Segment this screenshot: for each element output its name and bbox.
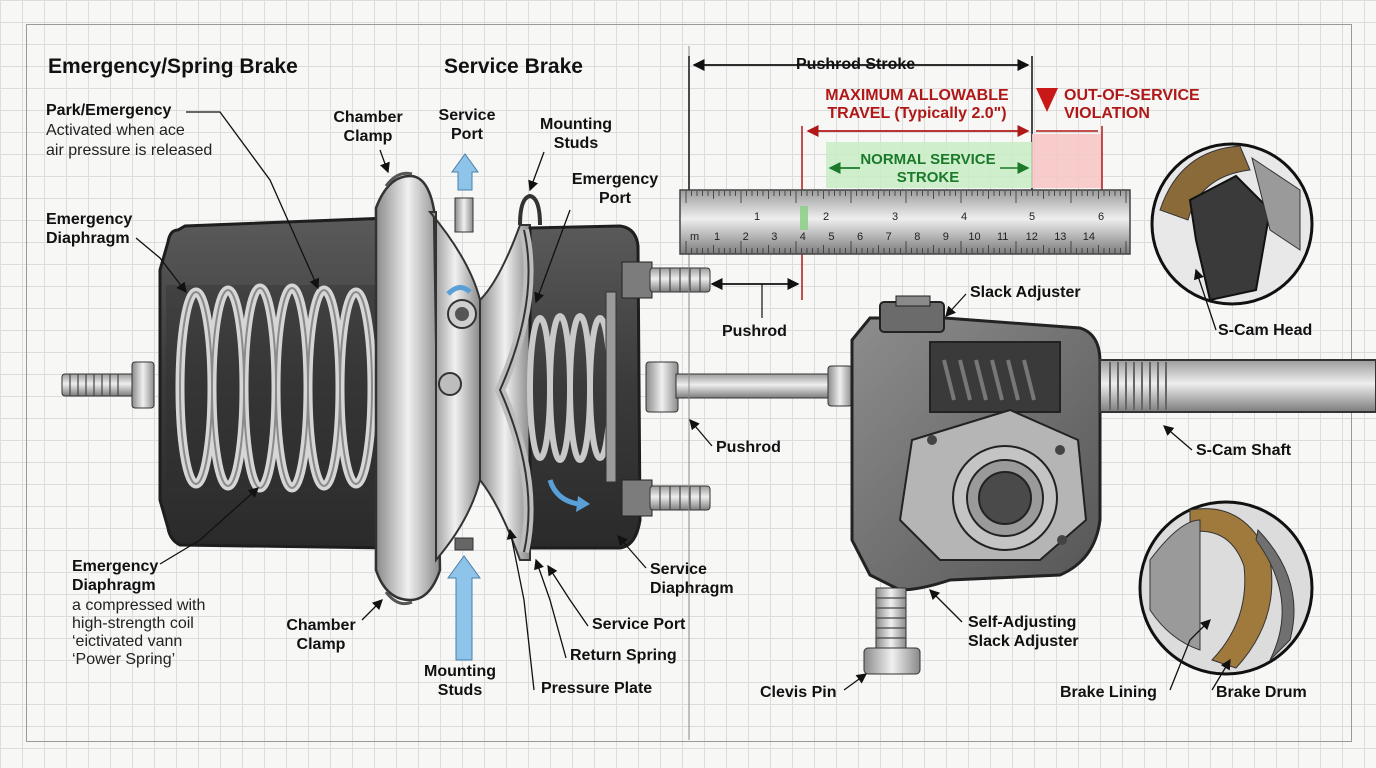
ruler-inch-label: 1 xyxy=(754,211,761,223)
service-port-label-top-1: Service xyxy=(438,107,496,124)
normal-zone xyxy=(826,142,1032,188)
chamber-clamp-label-bottom-2: Clamp xyxy=(296,636,346,653)
out-of-service-label-1: OUT-OF-SERVICE xyxy=(1064,87,1200,104)
ruler-cm-label: 6 xyxy=(857,231,864,243)
chamber-clamp-label-top-1: Chamber xyxy=(333,109,403,126)
out-of-service-label-2: VIOLATION xyxy=(1064,105,1150,122)
emergency-port-flow-arrow xyxy=(446,285,590,512)
ruler-inch-label: 2 xyxy=(823,211,830,223)
power-spring-desc-2: high-strength coil xyxy=(72,615,194,632)
service-port-arrow-up xyxy=(451,153,479,191)
emergency-brake-header: Emergency/Spring Brake xyxy=(48,55,298,78)
ruler-inch-label: 4 xyxy=(961,211,968,223)
power-spring-desc-3: ‘eictivated vann xyxy=(72,633,183,650)
pressure-plate-label: Pressure Plate xyxy=(541,680,653,697)
park-desc-line-2: air pressure is released xyxy=(46,142,213,159)
power-spring-desc-1: a compressed with xyxy=(72,597,206,614)
brake-drum-inset xyxy=(1138,500,1314,676)
emergency-diaphragm-label-top-2: Diaphragm xyxy=(46,230,130,247)
service-brake-header: Service Brake xyxy=(444,55,583,78)
ruler-cm-label: 3 xyxy=(771,231,778,243)
slack-adjuster-body xyxy=(850,295,1102,675)
ruler-cm-label: 5 xyxy=(828,231,835,243)
emergency-diaphragm-label-bottom-1: Emergency xyxy=(72,558,159,575)
slack-adjuster-label: Slack Adjuster xyxy=(970,284,1081,301)
s-cam-head-label: S-Cam Head xyxy=(1218,322,1313,339)
ruler-cm-label: 7 xyxy=(885,231,892,243)
ruler-inch-label: 6 xyxy=(1098,211,1105,223)
ruler-inch-label: 3 xyxy=(892,211,899,223)
ruler-unit-label: m xyxy=(690,231,700,243)
self-adjusting-label-2: Slack Adjuster xyxy=(968,633,1079,650)
stroke-dimensions xyxy=(679,46,1131,740)
max-travel-label-1: MAXIMUM ALLOWABLE xyxy=(825,87,1009,104)
violation-zone xyxy=(1032,134,1102,188)
worm-gear xyxy=(942,359,1036,401)
pressure-plate xyxy=(605,291,617,483)
park-desc-line-1: Activated when ace xyxy=(46,122,185,139)
emergency-port-label-2: Port xyxy=(599,190,631,207)
ruler-cm-label: 10 xyxy=(968,231,981,243)
pushrod-label-lower: Pushrod xyxy=(716,439,781,456)
return-spring-label: Return Spring xyxy=(570,647,677,664)
normal-stroke-label-2: STROKE xyxy=(896,169,960,186)
ruler-cm-label: 11 xyxy=(997,231,1009,243)
service-diaphragm-label-2: Diaphragm xyxy=(650,580,734,597)
mounting-studs-label-top-2: Studs xyxy=(553,135,599,152)
ruler-cm-label: 12 xyxy=(1025,231,1038,243)
ruler-inch-label: 5 xyxy=(1029,211,1036,223)
brake-drum-label: Brake Drum xyxy=(1216,684,1307,701)
max-travel-label-2: TRAVEL (Typically 2.0") xyxy=(827,105,1007,122)
s-cam-shaft-label: S-Cam Shaft xyxy=(1196,442,1292,459)
pushrod-label-upper: Pushrod xyxy=(722,323,787,340)
pushrod xyxy=(645,361,853,413)
park-emergency-label: Park/Emergency xyxy=(46,102,172,119)
left-threaded-stud xyxy=(61,361,155,409)
brake-lining-label: Brake Lining xyxy=(1060,684,1157,701)
ruler-cm-label: 13 xyxy=(1054,231,1067,243)
s-cam-shaft xyxy=(1099,359,1376,413)
clevis-pin-label: Clevis Pin xyxy=(760,684,837,701)
ruler-cm-label: 2 xyxy=(742,231,749,243)
mounting-studs-label-top-1: Mounting xyxy=(540,116,612,133)
mounting-studs xyxy=(621,261,711,517)
violation-triangle xyxy=(1036,88,1058,112)
chamber-clamp-band xyxy=(374,171,542,606)
emergency-diaphragm-label-bottom-2: Diaphragm xyxy=(72,577,156,594)
leader-lines xyxy=(135,111,1231,691)
return-spring xyxy=(527,313,613,463)
s-cam-head-inset xyxy=(1150,142,1314,306)
ruler-cm-label: 9 xyxy=(942,231,949,243)
ruler-cm-label: 1 xyxy=(714,231,721,243)
mounting-studs-label-bottom-2: Studs xyxy=(437,682,483,699)
pushrod-stroke-label: Pushrod Stroke xyxy=(796,56,916,73)
ruler xyxy=(679,189,1131,255)
chamber-clamp-label-top-2: Clamp xyxy=(343,128,393,145)
emergency-port-label-1: Emergency xyxy=(571,171,659,188)
ruler-cm-label: 8 xyxy=(914,231,921,243)
normal-stroke-label-1: NORMAL SERVICE xyxy=(860,151,996,168)
chamber-clamp-label-bottom-1: Chamber xyxy=(286,617,356,634)
ruler-cm-label: 4 xyxy=(799,231,806,243)
service-port-label-top-2: Port xyxy=(451,126,483,143)
mounting-studs-label-bottom-1: Mounting xyxy=(424,663,496,680)
self-adjusting-label-1: Self-Adjusting xyxy=(968,614,1077,631)
power-spring-desc-4: ‘Power Spring’ xyxy=(72,651,176,668)
ruler-cm-label: 14 xyxy=(1082,231,1096,243)
service-port-label-bottom: Service Port xyxy=(592,616,686,633)
emergency-diaphragm-label-top-1: Emergency xyxy=(46,211,133,228)
service-port-arrow-bottom xyxy=(447,555,481,661)
service-diaphragm-label-1: Service xyxy=(650,561,707,578)
